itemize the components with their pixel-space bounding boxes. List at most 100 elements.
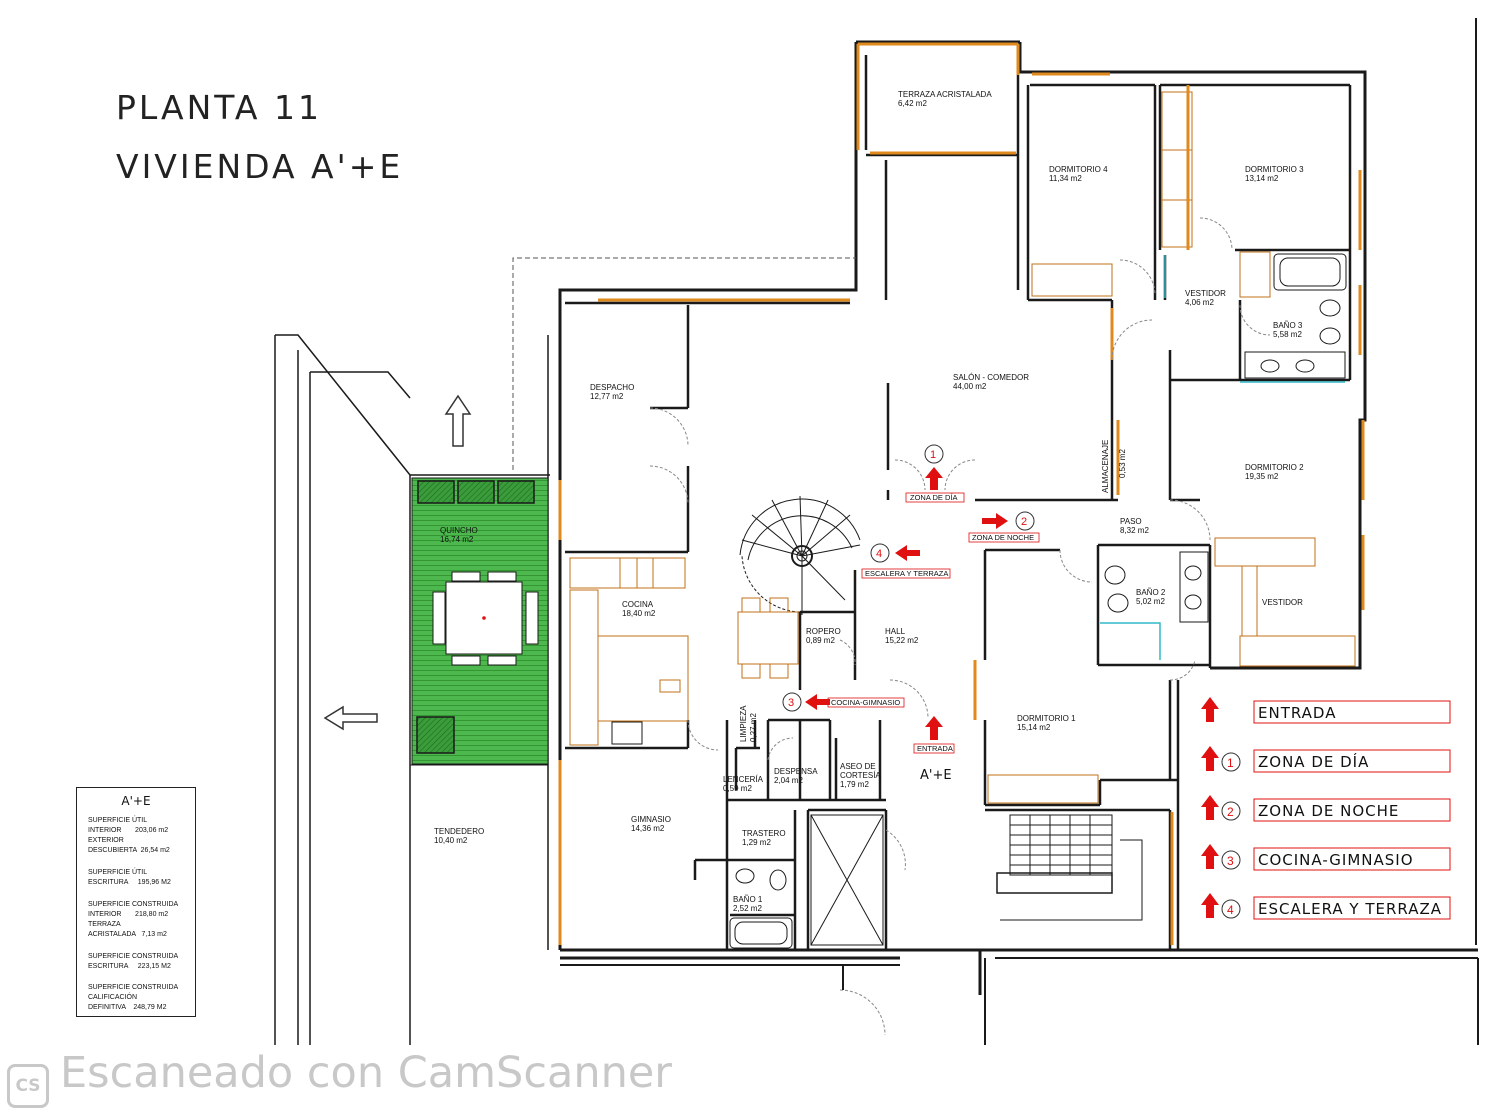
room-dormitorio2-area: 19,35 m2 [1245,472,1279,481]
room-vestidor-name: VESTIDOR [1262,598,1303,607]
room-bano2-name: BAÑO 2 [1136,588,1166,597]
roof-line [512,257,856,470]
svg-text:ZONA DE DÍA: ZONA DE DÍA [1258,752,1369,771]
svg-text:ENTRADA: ENTRADA [1258,704,1336,722]
marker-2-arrow [982,513,1008,529]
marker-3-number: 3 [788,697,794,709]
glass-partition [1100,255,1345,660]
room-ropero-name: ROPERO [806,627,841,636]
marker-4-arrow [895,545,920,561]
room-trastero-name: TRASTERO [742,829,786,838]
room-dormitorio2-name: DORMITORIO 2 [1245,463,1304,472]
room-gimnasio-name: GIMNASIO [631,815,671,824]
legend-item-entrada: ENTRADA [1201,697,1451,724]
room-despensa-area: 2,04 m2 [774,776,803,785]
furniture [569,91,1356,804]
room-limpieza-area: 0,27 m2 [749,713,758,742]
room-almacenaje-name: ALMACENAJE [1101,440,1110,493]
marker-cocina-gimnasio-label: COCINA-GIMNASIO [831,698,900,707]
svg-text:2: 2 [1227,805,1234,819]
spiral-stair [739,495,861,615]
room-aseo-name: ASEO DE [840,762,876,771]
lower-walls [560,18,1479,1045]
room-aseo-area: 1,79 m2 [840,780,869,789]
svg-text:ESCALERA Y TERRAZA: ESCALERA Y TERRAZA [1258,900,1442,918]
summary-line: INTERIOR 218,80 m2 [88,911,169,918]
room-quincho-name: QUINCHO [440,526,478,535]
zone-markers: 1 ZONA DE DÍA 2 ZONA DE NOCHE 4 ESCALERA… [782,444,1040,754]
legend-item-escalera: 4 ESCALERA Y TERRAZA [1201,893,1451,920]
room-salon-area: 44,00 m2 [953,382,987,391]
summary-line: CALIFICACIÓN [88,994,138,1001]
door-swings [649,217,1271,1036]
walls [274,40,1478,1045]
room-tendedero-area: 10,40 m2 [434,836,468,845]
room-almacenaje-area: 0,53 m2 [1118,449,1127,478]
scanner-watermark: Escaneado con CamScanner [60,1048,672,1098]
room-vestidor-top-area: 4,06 m2 [1185,298,1214,307]
summary-line: ESCRITURA 223,15 M2 [88,963,171,970]
summary-line: ACRISTALADA 7,13 m2 [88,931,167,938]
summary-line: DESCUBIERTA 26,54 m2 [88,847,170,854]
room-terraza-area: 6,42 m2 [898,99,927,108]
marker-escalera-label: ESCALERA Y TERRAZA [865,569,948,578]
stairs-common [996,814,1143,921]
marker-1-circle [924,444,944,464]
surface-summary: A'+E SUPERFICIE ÚTIL INTERIOR 203,06 m2 … [76,787,196,1017]
marker-3-circle [782,692,802,712]
room-despacho-area: 12,77 m2 [590,392,624,401]
room-bano1-name: BAÑO 1 [733,895,763,904]
quincho-planters [416,480,535,754]
legend: ENTRADA 1 ZONA DE DÍA 2 ZONA DE NOCHE 3 … [1201,697,1451,920]
legend-item-zona-dia: 1 ZONA DE DÍA [1201,746,1451,773]
unit-label: A'+E [920,768,952,783]
summary-line: SUPERFICIE ÚTIL [88,869,148,876]
summary-line: SUPERFICIE CONSTRUIDA [88,901,179,908]
room-bano2-area: 5,02 m2 [1136,597,1165,606]
room-aseo-name2: CORTESÍA [840,771,881,780]
plan-title-floor: PLANTA 11 [116,88,322,127]
room-dormitorio3-name: DORMITORIO 3 [1245,165,1304,174]
svg-text:1: 1 [1227,756,1234,770]
room-hall-name: HALL [885,627,906,636]
marker-4-number: 4 [876,548,882,560]
plan-title-unit: VIVIENDA A'+E [116,147,404,186]
marker-entrada-arrow [925,716,943,740]
room-despacho-name: DESPACHO [590,383,634,392]
summary-line: SUPERFICIE CONSTRUIDA [88,984,179,991]
camscanner-logo: CS [7,1064,49,1108]
room-bano3-area: 5,58 m2 [1273,330,1302,339]
room-dormitorio1-name: DORMITORIO 1 [1017,714,1076,723]
marker-2-number: 2 [1021,516,1027,528]
svg-text:4: 4 [1227,903,1234,917]
marker-1-arrow [925,467,943,490]
room-cocina-name: COCINA [622,600,654,609]
summary-line: TERRAZA [88,921,121,928]
summary-line: EXTERIOR [88,837,124,844]
orientation-arrows [323,394,472,731]
summary-line: INTERIOR 203,06 m2 [88,827,169,834]
room-dormitorio3-area: 13,14 m2 [1245,174,1279,183]
room-bano3-name: BAÑO 3 [1273,321,1303,330]
room-dormitorio1-area: 15,14 m2 [1017,723,1051,732]
legend-item-zona-noche: 2 ZONA DE NOCHE [1201,795,1451,822]
marker-zona-dia-label: ZONA DE DÍA [910,493,958,502]
room-salon-name: SALÓN - COMEDOR [953,373,1029,382]
room-dormitorio4-area: 11,34 m2 [1049,174,1082,183]
room-paso-name: PASO [1120,517,1142,526]
room-quincho-area: 16,74 m2 [440,535,474,544]
marker-2-circle [1015,511,1035,531]
elevator [810,814,884,946]
marker-entrada-label: ENTRADA [917,744,953,753]
summary-line: DEFINITIVA 248,79 M2 [88,1004,167,1011]
room-tendedero-name: TENDEDERO [434,827,484,836]
sanitary-fixtures [729,253,1347,949]
legend-item-cocina-gimnasio: 3 COCINA-GIMNASIO [1201,844,1451,871]
summary-line: SUPERFICIE ÚTIL [88,817,148,824]
svg-text:ZONA DE NOCHE: ZONA DE NOCHE [1258,802,1399,820]
quincho-table [432,571,539,666]
room-dormitorio4-name: DORMITORIO 4 [1049,165,1108,174]
svg-text:COCINA-GIMNASIO: COCINA-GIMNASIO [1258,851,1414,869]
room-vestidor-top-name: VESTIDOR [1185,289,1226,298]
